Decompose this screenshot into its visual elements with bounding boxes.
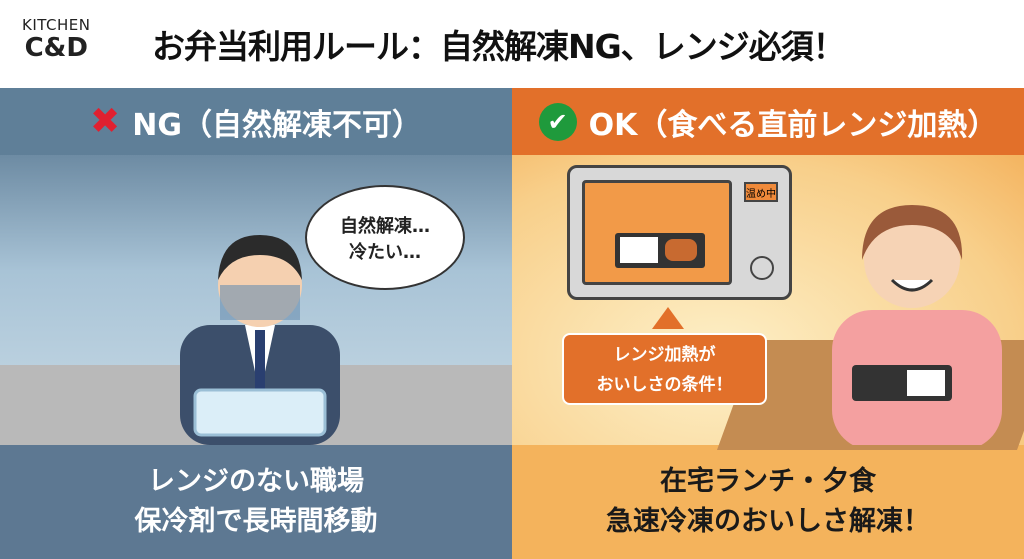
happy-woman-illustration — [832, 205, 1002, 445]
callout: レンジ加熱が おいしさの条件！ — [562, 333, 767, 405]
logo-line1: KITCHEN — [22, 16, 91, 34]
ng-footer-line2: 保冷剤で長時間移動 — [134, 506, 378, 537]
cold-worker-illustration — [180, 235, 340, 445]
ok-footer-line1: 在宅ランチ・夕食 — [660, 466, 876, 497]
ok-header: ✔ OK（食べる直前レンジ加熱） — [512, 88, 1024, 155]
logo: KITCHEN C&D — [22, 16, 91, 62]
page-title: お弁当利用ルール：自然解凍NG、レンジ必須！ — [152, 27, 846, 66]
ng-footer: レンジのない職場 保冷剤で長時間移動 — [0, 445, 512, 559]
ok-panel: ✔ OK（食べる直前レンジ加熱） 温め中 レンジ加熱が おいしさの条件！ — [512, 88, 1024, 559]
callout-line1: レンジ加熱が — [613, 345, 716, 365]
ng-illustration: 自然解凍… 冷たい… — [0, 155, 512, 445]
ng-panel: ✖ NG（自然解凍不可） 自然解凍… 冷たい… レンジのない職場 保冷剤で長時間… — [0, 88, 512, 559]
ng-label: NG（自然解凍不可） — [132, 107, 422, 143]
cross-icon: ✖ — [90, 101, 121, 142]
ok-footer-line2: 急速冷凍のおいしさ解凍！ — [606, 506, 930, 537]
ok-illustration: 温め中 レンジ加熱が おいしさの条件！ — [512, 155, 1024, 450]
thought-bubble: 自然解凍… 冷たい… — [305, 185, 465, 290]
bubble-line1: 自然解凍… — [340, 215, 430, 237]
dial-knob — [750, 256, 774, 280]
bento-box — [615, 233, 705, 268]
ok-footer: 在宅ランチ・夕食 急速冷凍のおいしさ解凍！ — [512, 445, 1024, 559]
ng-footer-line1: レンジのない職場 — [148, 466, 364, 497]
ng-header: ✖ NG（自然解凍不可） — [0, 88, 512, 155]
ok-label: OK（食べる直前レンジ加熱） — [588, 107, 998, 143]
microwave-display: 温め中 — [744, 182, 778, 202]
bubble-line2: 冷たい… — [349, 241, 421, 263]
callout-line2: おいしさの条件！ — [596, 375, 733, 395]
logo-line2: C&D — [24, 33, 88, 63]
check-circle-icon: ✔ — [538, 102, 577, 141]
header: KITCHEN C&D お弁当利用ルール：自然解凍NG、レンジ必須！ — [0, 0, 1024, 88]
arrow-up-icon — [652, 307, 684, 329]
microwave: 温め中 — [567, 165, 792, 300]
microwave-window — [582, 180, 732, 285]
